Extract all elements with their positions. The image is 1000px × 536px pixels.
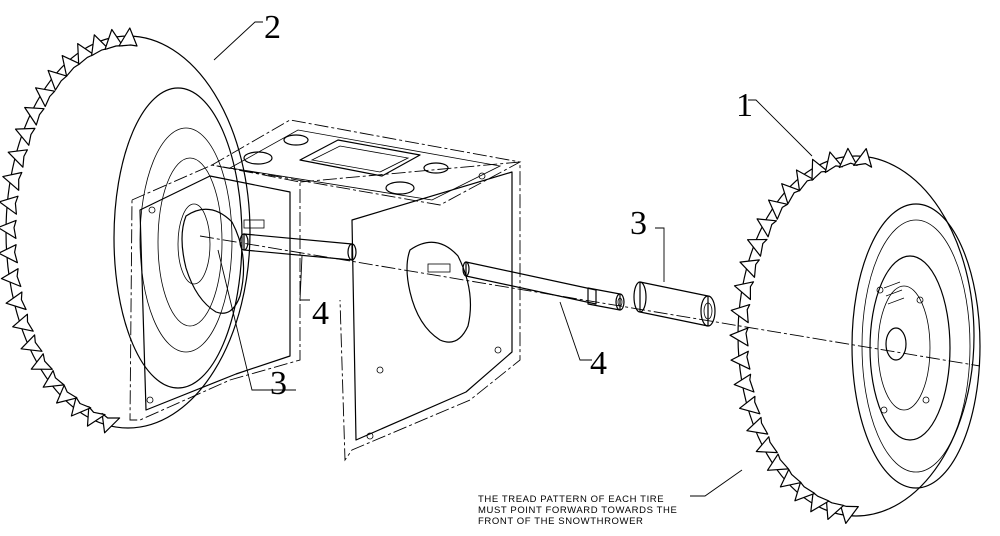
tread-lug xyxy=(779,468,802,488)
tread-lug xyxy=(118,27,138,47)
callout-4-lower-axle: 4 xyxy=(590,345,607,382)
tread-lug xyxy=(729,327,749,347)
note-line-3: FRONT OF THE SNOWTHROWER xyxy=(478,516,644,527)
callout-3-left-spacer: 3 xyxy=(270,365,287,402)
axle-shaft-left xyxy=(239,233,357,261)
note-line-2: MUST POINT FORWARD TOWARDS THE xyxy=(478,505,677,516)
tread-lug xyxy=(839,504,859,524)
tread-lug xyxy=(747,238,768,257)
right-tire xyxy=(729,147,981,524)
tread-lug xyxy=(739,395,761,415)
tread-lug xyxy=(781,183,801,205)
tread-lug xyxy=(733,373,755,393)
right-tire-tread-lugs xyxy=(729,147,873,524)
tread-lug xyxy=(755,436,778,454)
left-tire xyxy=(0,27,251,434)
tread-lug xyxy=(30,353,53,370)
tread-lug xyxy=(739,259,760,278)
tread-lug xyxy=(824,151,843,174)
tread-lug xyxy=(5,291,27,311)
tread-lug xyxy=(2,171,23,191)
tread-lug xyxy=(35,87,56,108)
tread-lug xyxy=(853,148,873,168)
tread-lug xyxy=(730,350,751,370)
spacer-tube xyxy=(633,281,716,327)
note-line-1: THE TREAD PATTERN OF EACH TIRE xyxy=(478,494,664,505)
tread-lug xyxy=(756,218,777,238)
tread-lug xyxy=(768,199,789,220)
callout-3-spacer: 3 xyxy=(630,205,647,242)
tread-direction-note: THE TREAD PATTERN OF EACH TIRE MUST POIN… xyxy=(478,494,677,527)
tread-lug xyxy=(91,34,109,57)
tread-lug xyxy=(810,491,830,513)
tread-lug xyxy=(101,412,121,434)
tread-lug xyxy=(20,334,43,352)
tread-lug xyxy=(7,149,28,168)
callout-4-upper-axle: 4 xyxy=(312,295,329,332)
leader-lines xyxy=(213,21,813,497)
tread-lug xyxy=(24,106,45,126)
frame-housing xyxy=(129,119,522,462)
callout-2-left-tire: 2 xyxy=(264,9,281,46)
tread-lug xyxy=(0,219,17,239)
tread-lug xyxy=(0,195,19,215)
axle-centerline xyxy=(199,235,981,367)
tread-lug xyxy=(12,313,34,332)
tread-lug xyxy=(766,453,789,471)
left-tire-tread-lugs xyxy=(0,27,138,434)
tread-lug xyxy=(746,416,769,435)
tread-lug xyxy=(14,127,36,146)
tread-lug xyxy=(0,244,18,264)
tread-lug xyxy=(42,370,65,388)
tread-lug xyxy=(733,281,755,301)
axle-shaft-right xyxy=(462,261,625,311)
callout-1-right-tire: 1 xyxy=(736,87,753,124)
tread-lug xyxy=(825,499,845,520)
tread-lug xyxy=(0,268,22,288)
tread-lug xyxy=(730,304,751,324)
